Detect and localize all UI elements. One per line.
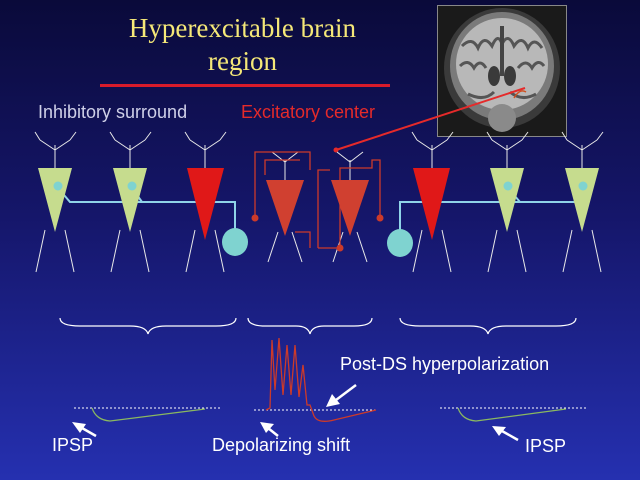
excitatory-neurons-center bbox=[266, 180, 369, 236]
ipsp-label-right: IPSP bbox=[525, 436, 567, 456]
mri-pointer-dot bbox=[333, 147, 339, 153]
trace-baselines bbox=[74, 407, 586, 411]
interneuron-right bbox=[387, 229, 413, 257]
ipsp-trace-right bbox=[457, 407, 567, 422]
brain-mri-image bbox=[437, 5, 567, 137]
interneuron-left bbox=[222, 228, 248, 256]
dendrites-center bbox=[267, 151, 368, 263]
arrow-ipsp-left bbox=[72, 422, 86, 433]
inhibitory-neurons bbox=[38, 168, 599, 232]
title-line-2: region bbox=[208, 46, 277, 76]
excitatory-neurons-border bbox=[187, 168, 450, 240]
region-braces bbox=[59, 317, 577, 335]
excitatory-center-label: Excitatory center bbox=[241, 102, 376, 122]
arrows bbox=[72, 384, 519, 442]
mri-pointer-line bbox=[335, 87, 526, 151]
brace-right bbox=[399, 317, 577, 335]
ipsp-trace-left bbox=[91, 407, 206, 422]
dendrites-right bbox=[411, 131, 604, 273]
inhibitory-interneurons bbox=[222, 228, 413, 257]
arrow-ipsp-right bbox=[492, 426, 506, 436]
title-underline bbox=[100, 84, 390, 87]
depolarizing-shift-trace bbox=[265, 337, 377, 422]
arrow-post-ds bbox=[326, 394, 340, 407]
inhibitory-neuron-4 bbox=[565, 168, 599, 232]
depolarizing-shift-label: Depolarizing shift bbox=[212, 435, 351, 455]
dendrites-left bbox=[34, 131, 227, 273]
brace-left bbox=[59, 317, 237, 335]
inhibitory-surround-label: Inhibitory surround bbox=[38, 102, 188, 122]
ipsp-label-left: IPSP bbox=[52, 435, 94, 455]
post-ds-hyperpolarization-label: Post-DS hyperpolarization bbox=[340, 354, 550, 374]
slide-title: Hyperexcitable brain region bbox=[90, 12, 395, 78]
inhibitory-neuron-1 bbox=[38, 168, 72, 232]
inhibitory-neuron-3 bbox=[490, 168, 524, 232]
interneuron-dots bbox=[53, 181, 588, 191]
brace-center bbox=[247, 317, 373, 335]
arrow-depol bbox=[260, 422, 274, 433]
synapse-dots bbox=[251, 214, 384, 252]
title-line-1: Hyperexcitable brain bbox=[128, 13, 357, 43]
ipsp-traces bbox=[91, 407, 567, 422]
inhibitory-neuron-2 bbox=[113, 168, 147, 232]
